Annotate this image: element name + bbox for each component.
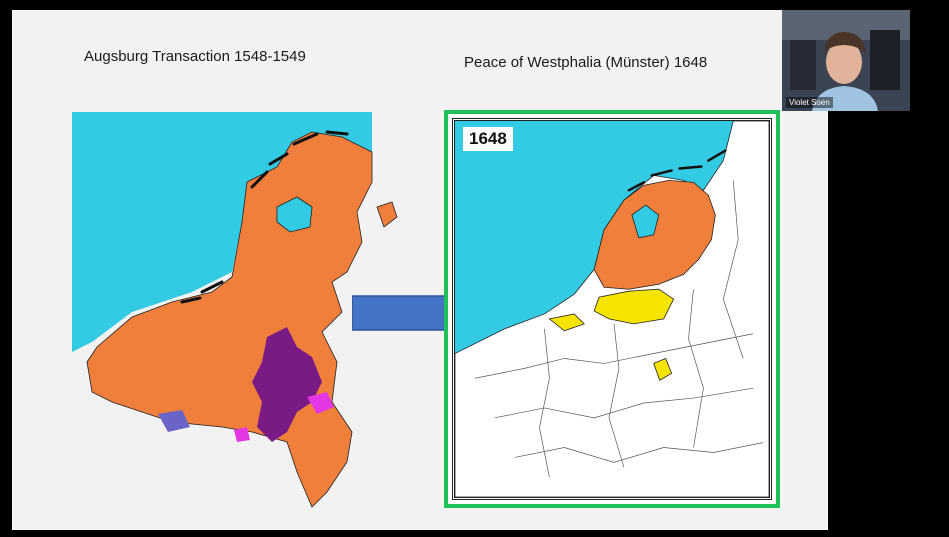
black-sidebar [830,112,949,537]
webcam-participant-name: Violet Soen [786,97,833,108]
map-left-magenta-region [307,392,334,414]
map-right-sea [455,121,734,354]
map-left-lake [276,196,313,233]
map-right-republic [593,179,716,290]
map-left-islands [180,130,349,304]
slide-title-right: Peace of Westphalia (Münster) 1648 [464,54,708,71]
map-left-magenta-spot [234,427,250,442]
slide-title-left: Augsburg Transaction 1548-1549 [84,48,306,65]
map-left-islet [376,201,398,228]
map-right-yellow-region [593,288,675,325]
presentation-slide: Augsburg Transaction 1548-1549 Peace of … [12,10,828,530]
webcam-thumbnail[interactable]: Violet Soen [782,10,910,111]
webcam-person-icon [782,10,910,111]
map-peace-of-westphalia: 1648 [452,118,772,500]
map-peace-of-westphalia-frame: 1648 [444,110,780,508]
map-right-drawing [455,121,769,497]
map-left-blue-region [158,410,190,432]
map-year-label: 1648 [463,127,513,151]
map-right-inner-sea [631,204,660,239]
map-left-purple-region [252,327,322,442]
map-right-yellow-enclave [653,357,673,381]
map-right-borders [474,180,764,478]
map-right-yellow-coast [548,313,585,332]
map-augsburg-transaction [72,112,398,508]
map-right-islands [627,149,727,192]
